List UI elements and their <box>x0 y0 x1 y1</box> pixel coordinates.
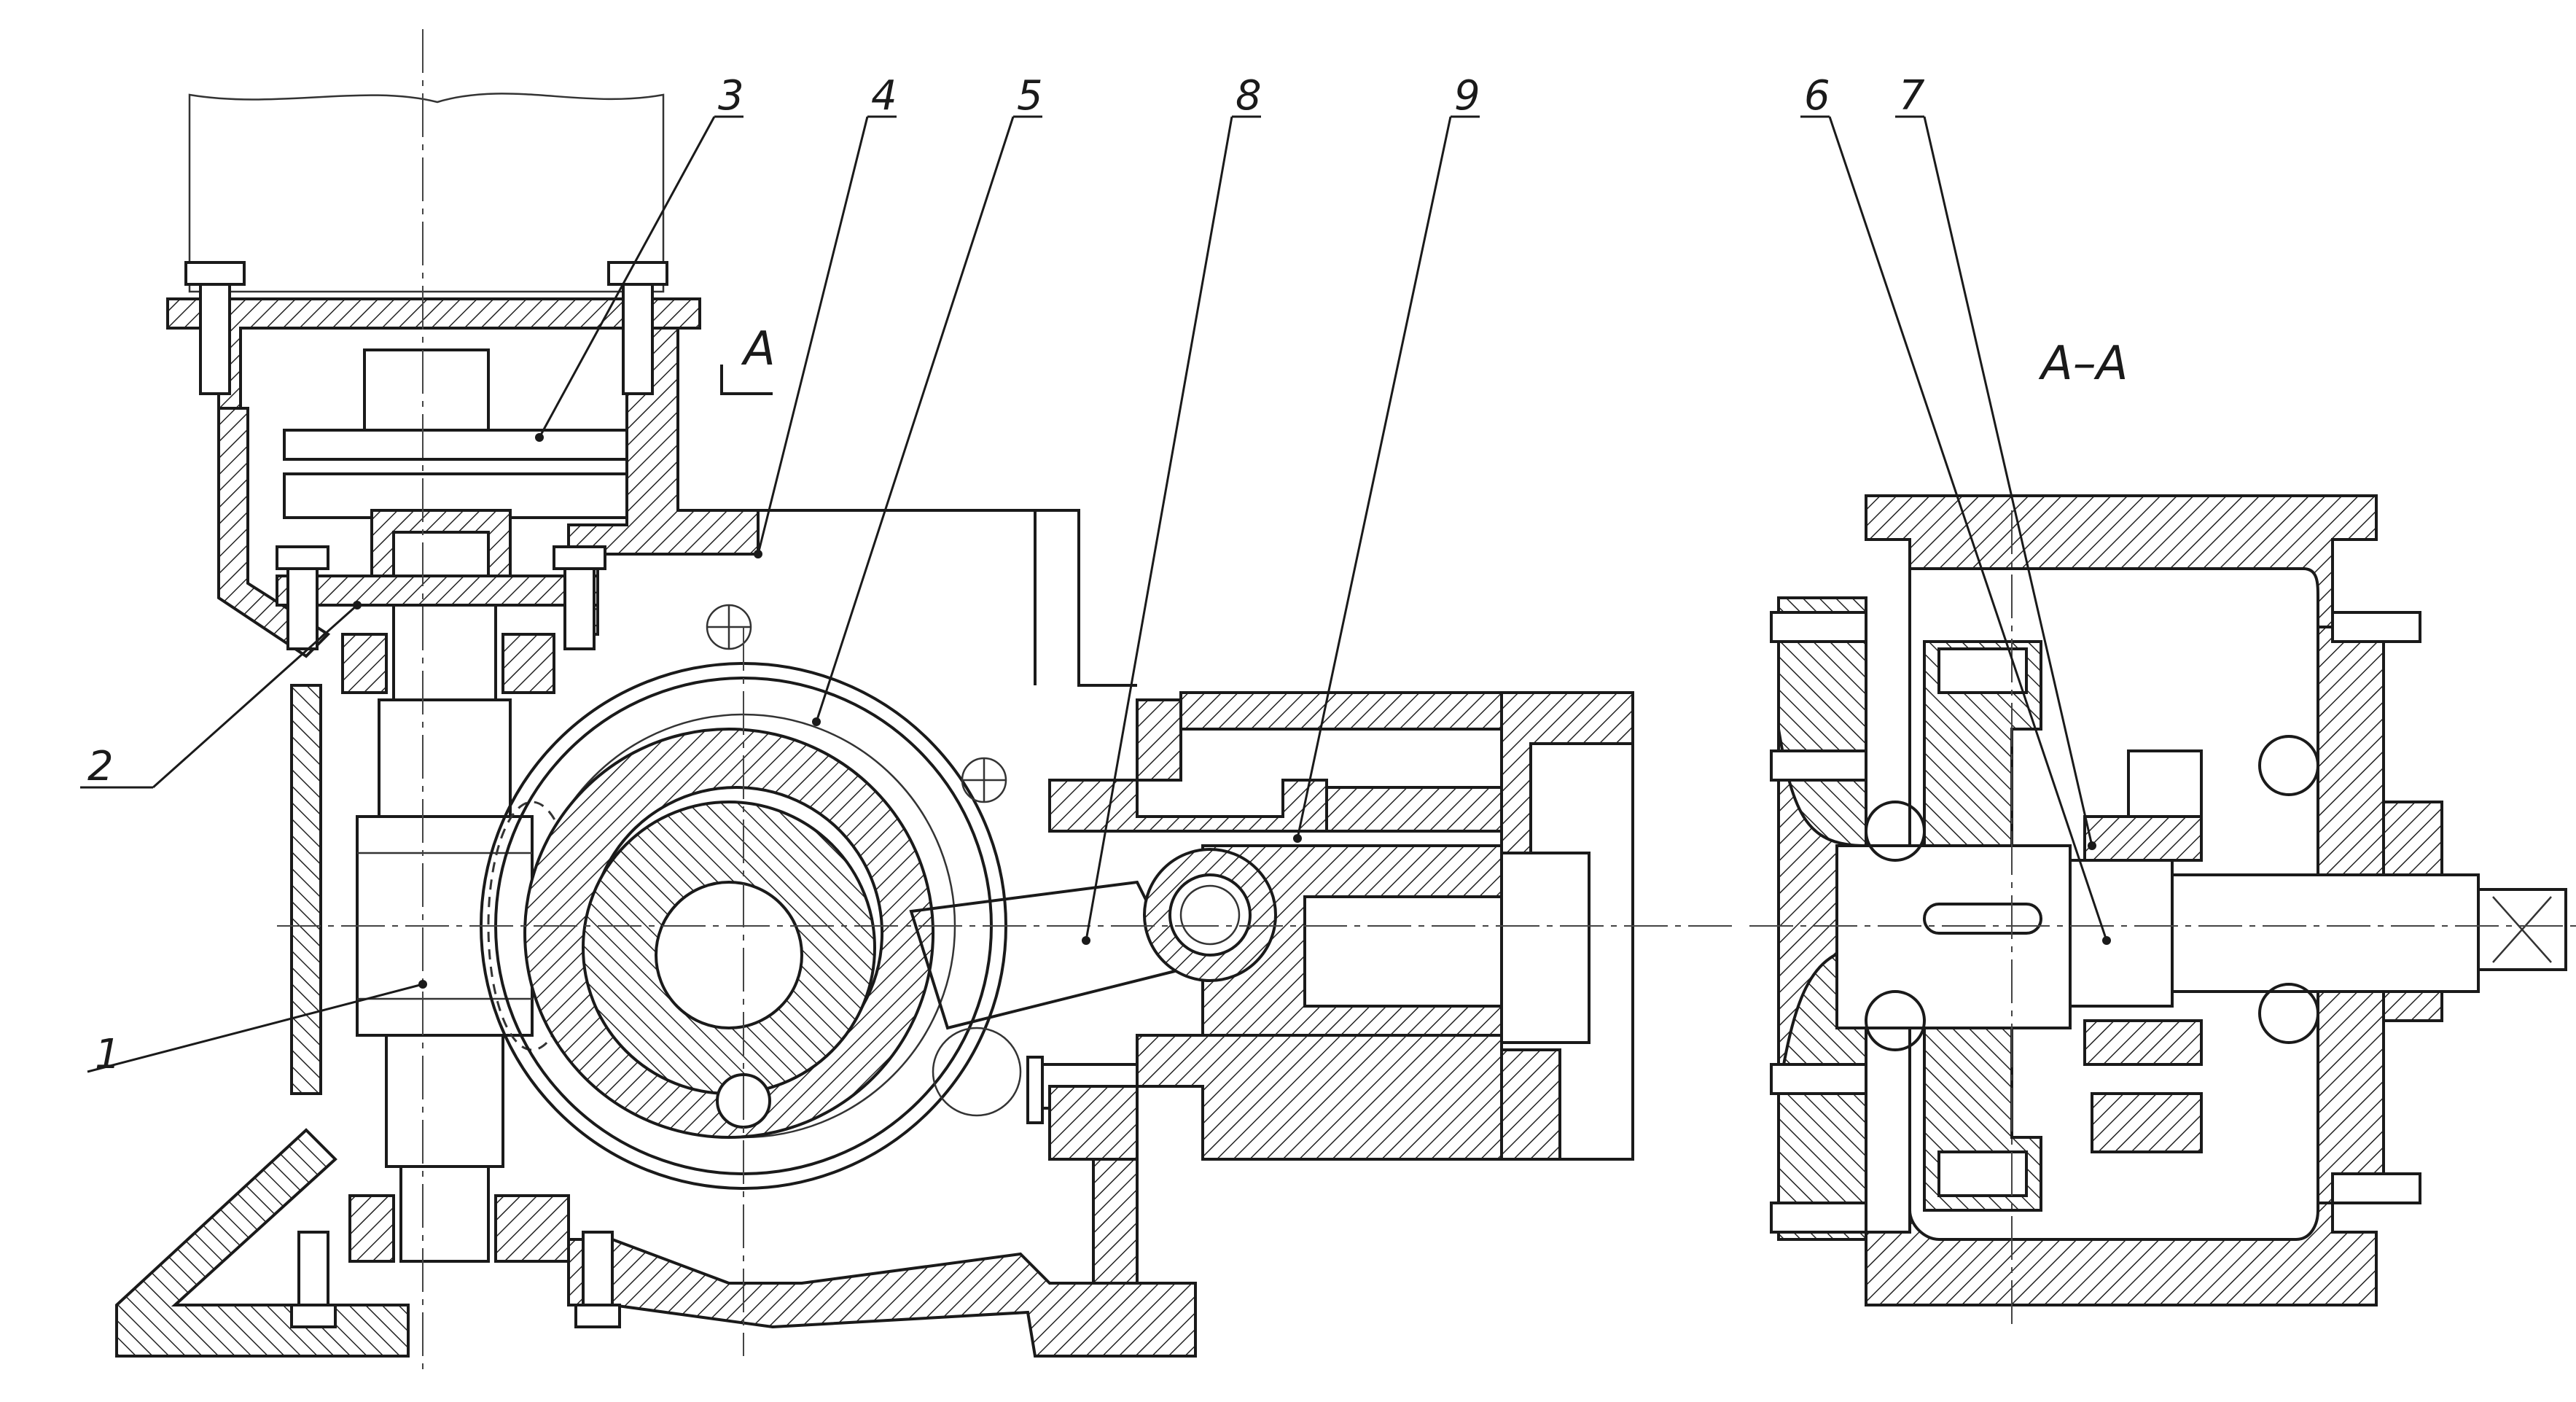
part-label-2: 2 <box>87 743 114 790</box>
part-label-9: 9 <box>1454 72 1480 120</box>
part-label-5: 5 <box>1017 72 1043 120</box>
part-callouts: 1 2 3 4 5 8 9 6 <box>80 72 2111 1078</box>
part-label-3: 3 <box>718 72 744 120</box>
section-title: A–A <box>2038 337 2128 391</box>
main-view: A <box>115 29 1735 1371</box>
section-view-a-a: A–A <box>1749 337 2576 1327</box>
part-label-8: 8 <box>1236 72 1262 120</box>
part-label-4: 4 <box>871 72 897 120</box>
cut-marker-label: A <box>741 322 776 376</box>
part-label-1: 1 <box>95 1031 121 1078</box>
part-label-6: 6 <box>1804 72 1830 120</box>
part-label-7: 7 <box>1899 72 1925 120</box>
